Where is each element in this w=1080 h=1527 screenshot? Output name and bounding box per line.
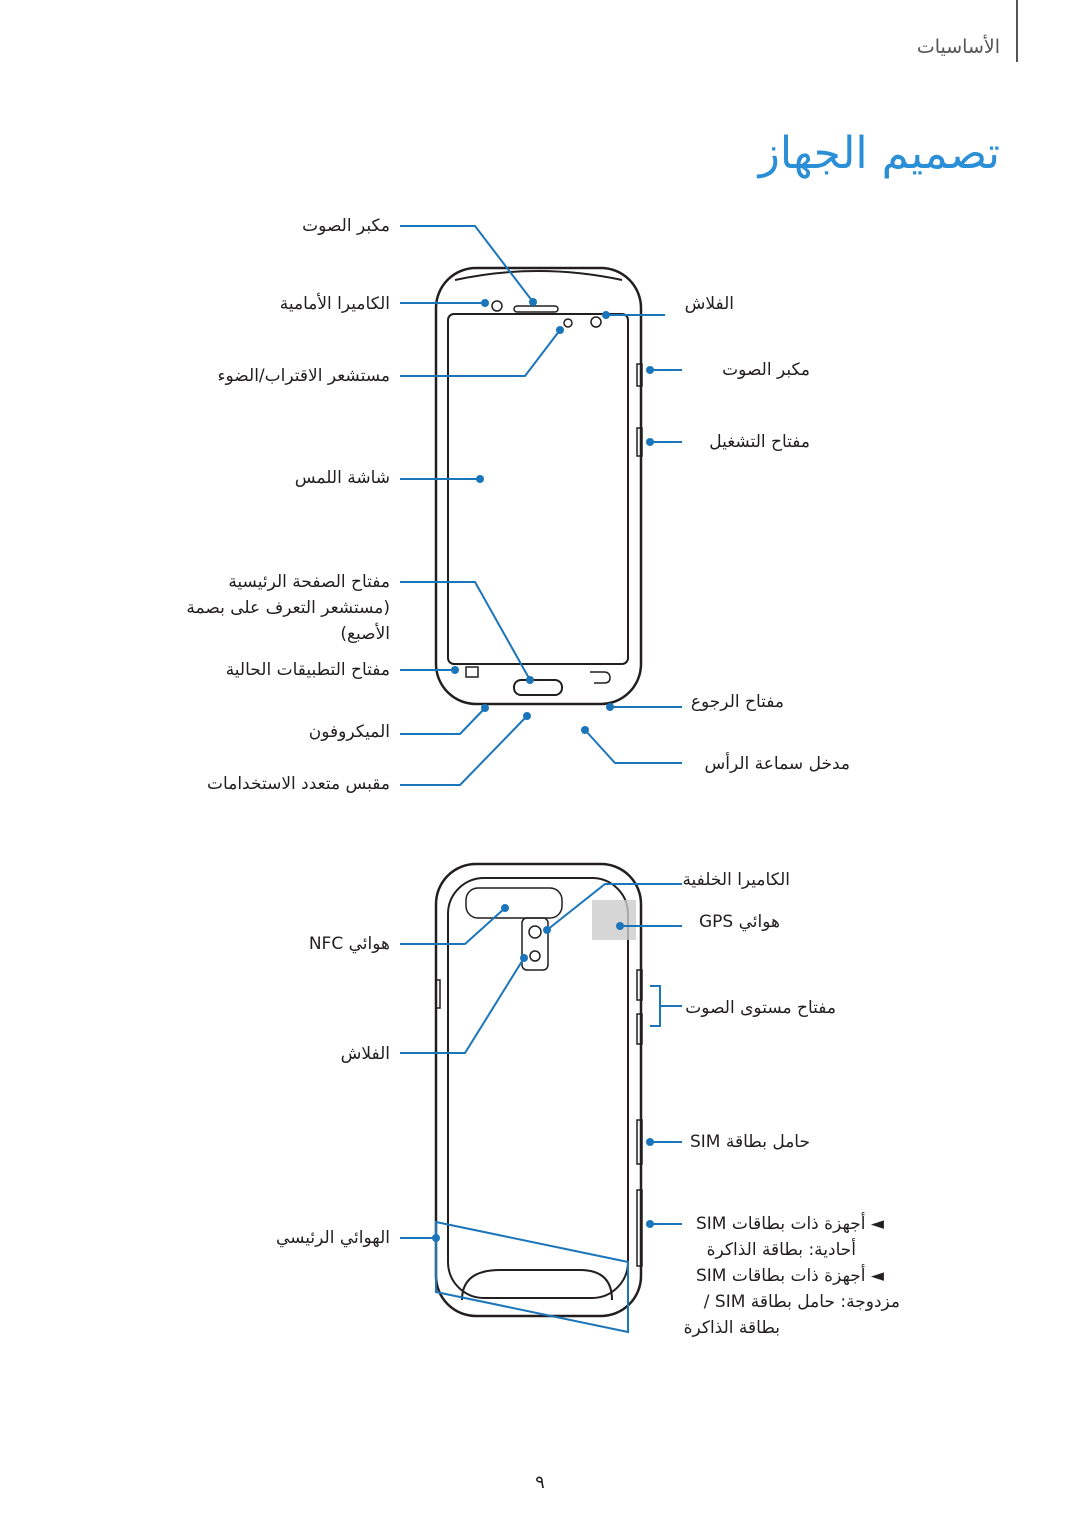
label-proximity-sensor: مستشعر الاقتراب/الضوء — [217, 366, 390, 386]
label-rear-camera: الكاميرا الخلفية — [682, 870, 790, 890]
callout-microphone — [400, 707, 486, 735]
label-home-key: مفتاح الصفحة الرئيسية — [228, 572, 390, 592]
label-speaker-front: مكبر الصوت — [302, 216, 390, 236]
section-divider — [1016, 0, 1018, 62]
callout-nfc — [400, 907, 506, 945]
gps-antenna-zone — [592, 900, 636, 940]
main-antenna-zone — [461, 1269, 613, 1301]
dot-front-camera — [481, 299, 489, 307]
label-flash-front: الفلاش — [684, 294, 734, 314]
dot-main-antenna — [432, 1234, 440, 1242]
callout-main-antenna-zone — [435, 1220, 629, 1334]
page-title: تصميم الجهاز — [758, 128, 1000, 179]
back-device-body — [434, 862, 643, 1318]
label-sim-tray: حامل بطاقة SIM — [689, 1132, 810, 1152]
dot-memory-tray — [646, 1220, 654, 1228]
label-dual-sim-line1: ◄ أجهزة ذات بطاقات SIM — [696, 1266, 884, 1286]
label-dual-sim-line3: بطاقة الذاكرة — [683, 1318, 780, 1338]
front-speaker-grille — [513, 305, 559, 313]
label-back-key: مفتاح الرجوع — [690, 692, 784, 712]
label-multipurpose-jack: مقبس متعدد الاستخدامات — [207, 774, 390, 794]
callout-headset-jack — [584, 729, 682, 764]
front-device-top-bezel — [454, 270, 623, 281]
label-single-sim-line2: أحادية: بطاقة الذاكرة — [706, 1240, 856, 1260]
front-camera — [491, 300, 503, 312]
label-home-key-line3: الأصبع) — [340, 624, 390, 644]
label-headset-jack: مدخل سماعة الرأس — [704, 754, 851, 774]
label-main-antenna: الهوائي الرئيسي — [275, 1228, 390, 1248]
rear-camera-lens — [528, 925, 542, 939]
front-flash — [590, 316, 602, 328]
callout-volume-bracket — [650, 985, 682, 1027]
dot-back-key — [606, 703, 614, 711]
front-device-body — [434, 266, 643, 706]
dot-multipurpose-jack — [523, 712, 531, 720]
section-label: الأساسيات — [916, 36, 1000, 58]
callout-rear-camera — [546, 883, 682, 931]
label-home-key-line2: (مستشعر التعرف على بصمة — [186, 598, 390, 618]
home-key — [513, 679, 563, 696]
label-flash-back: الفلاش — [340, 1044, 390, 1064]
callout-flash-back — [400, 957, 525, 1054]
callout-proximity — [400, 329, 561, 377]
dot-flash-front — [602, 311, 610, 319]
label-speaker-side: مكبر الصوت — [722, 360, 810, 380]
front-screen — [447, 313, 629, 665]
label-nfc-antenna: هوائي NFC — [308, 934, 390, 954]
callout-multipurpose-jack — [400, 715, 528, 786]
label-dual-sim-line2: مزدوجة: حامل بطاقة SIM / — [703, 1292, 900, 1312]
label-single-sim-line1: ◄ أجهزة ذات بطاقات SIM — [696, 1214, 884, 1234]
label-volume-key: مفتاح مستوى الصوت — [685, 998, 836, 1018]
dot-recent-apps — [451, 666, 459, 674]
side-memory-tray — [636, 1189, 643, 1267]
dot-speaker-side — [646, 366, 654, 374]
callout-speaker-front — [400, 225, 534, 303]
label-front-camera: الكاميرا الأمامية — [279, 294, 390, 314]
dot-touchscreen — [476, 475, 484, 483]
back-inner-panel — [447, 877, 629, 1299]
side-power-key — [636, 427, 643, 457]
side-sim-tray — [636, 1119, 643, 1165]
back-key-icon — [590, 671, 611, 684]
dot-proximity — [556, 326, 564, 334]
dot-power-key — [646, 438, 654, 446]
side-volume-down — [636, 1013, 643, 1045]
dot-microphone — [481, 704, 489, 712]
dot-headset-jack — [581, 726, 589, 734]
rear-flash — [529, 950, 541, 962]
dot-speaker-front — [529, 298, 537, 306]
rear-camera-module — [521, 917, 549, 971]
dot-home-key — [526, 676, 534, 684]
label-power-key: مفتاح التشغيل — [709, 432, 810, 452]
side-volume-up — [636, 969, 643, 1001]
callout-home-key — [400, 581, 531, 681]
nfc-antenna-zone — [465, 887, 563, 919]
front-sensor — [563, 318, 573, 328]
dot-flash-back — [520, 954, 528, 962]
label-recent-apps-key: مفتاح التطبيقات الحالية — [225, 660, 390, 680]
label-microphone: الميكروفون — [308, 722, 390, 742]
label-touchscreen: شاشة اللمس — [294, 468, 390, 488]
dot-gps — [616, 922, 624, 930]
recent-apps-icon — [465, 666, 479, 678]
page-number: ٩ — [535, 1472, 545, 1493]
label-gps-antenna: هوائي GPS — [699, 912, 780, 932]
left-side-button — [435, 979, 441, 1009]
dot-sim-tray — [646, 1138, 654, 1146]
dot-nfc — [501, 904, 509, 912]
side-speaker — [636, 363, 643, 387]
dot-rear-camera — [543, 926, 551, 934]
